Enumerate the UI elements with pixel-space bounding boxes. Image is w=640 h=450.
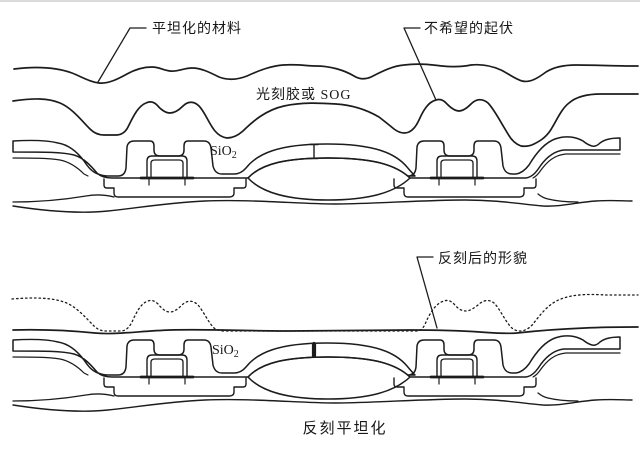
leader-etched-profile [416,256,438,329]
original-surface-dotted [11,293,639,332]
leader-planarized-material [97,27,147,83]
label-unwanted-bumps: 不希望的起伏 [424,21,514,37]
label-planarized-material: 平坦化的材料 [152,21,242,37]
label-sio2-top: SiO2 [210,144,237,161]
thickness-marker-top [309,143,319,160]
planarized-surface-curve [13,63,639,84]
figure-caption: 反刻平坦化 [302,420,387,437]
panel-before-etchback: 平坦化的材料 不希望的起伏 光刻胶或 SOG SiO2 [12,21,639,212]
label-sio2-bottom: SiO2 [212,343,239,360]
etched-flat-surface [12,326,639,335]
cross-section-top [13,137,632,212]
label-resist-or-sog: 光刻胶或 SOG [256,86,352,103]
cross-section-bottom [13,336,632,411]
resist-surface-curve [12,93,639,148]
leader-unwanted-bumps [403,27,437,101]
scan-edge-line [0,0,640,2]
panel-after-etchback: 反刻后的形貌 SiO2 [11,251,639,411]
label-etched-profile: 反刻后的形貌 [438,251,528,267]
